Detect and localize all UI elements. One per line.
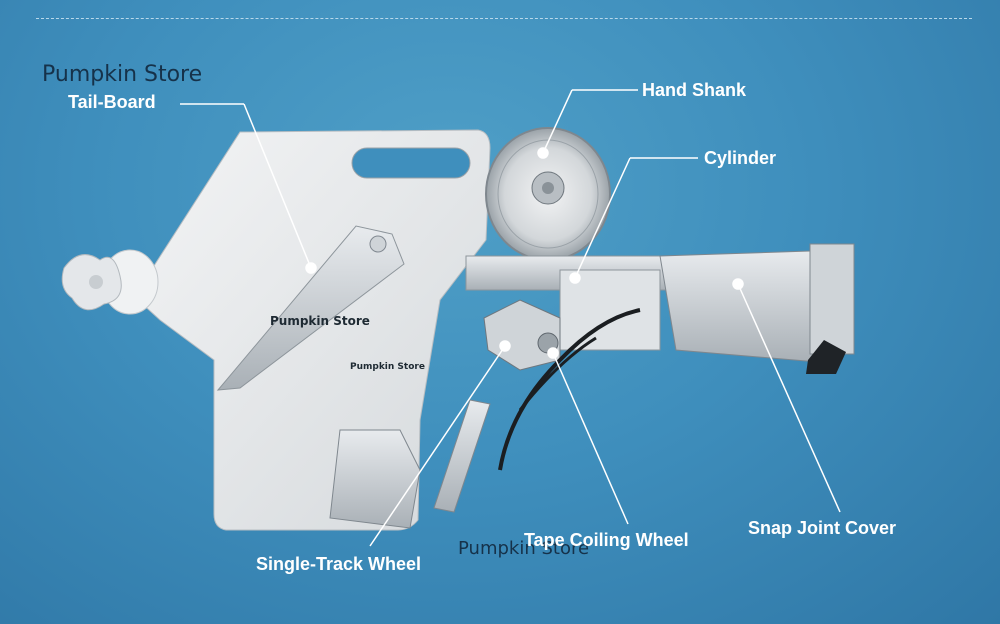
knob bbox=[61, 249, 159, 315]
leader-snap-joint-cover bbox=[737, 283, 841, 513]
label-single-track-wheel: Single-Track Wheel bbox=[256, 554, 422, 574]
label-cylinder: Cylinder bbox=[704, 148, 777, 168]
label-tail-board: Tail-Board bbox=[68, 92, 156, 112]
label-tape-coiling-wheel: Tape Coiling Wheel bbox=[524, 530, 689, 550]
watermark-center-small: Pumpkin Store bbox=[350, 362, 425, 372]
watermark-bottom: Pumpkin Store bbox=[458, 538, 590, 559]
top-dashed-divider bbox=[36, 18, 972, 19]
label-snap-joint-cover: Snap Joint Cover bbox=[748, 518, 897, 538]
watermark-top-left: Pumpkin Store bbox=[42, 62, 203, 87]
cylinder-rod bbox=[433, 399, 491, 513]
leader-single-track-wheel bbox=[369, 345, 506, 547]
single-track-wheel-bracket bbox=[329, 429, 421, 529]
plate-slot bbox=[351, 147, 471, 179]
label-hand-shank: Hand Shank bbox=[642, 80, 747, 100]
watermark-center-left: Pumpkin Store bbox=[270, 314, 370, 328]
tail-board-arm bbox=[216, 225, 405, 391]
leader-tape-coiling-wheel bbox=[552, 352, 629, 525]
hand-shank-reel bbox=[485, 127, 611, 261]
air-hose bbox=[498, 308, 641, 471]
